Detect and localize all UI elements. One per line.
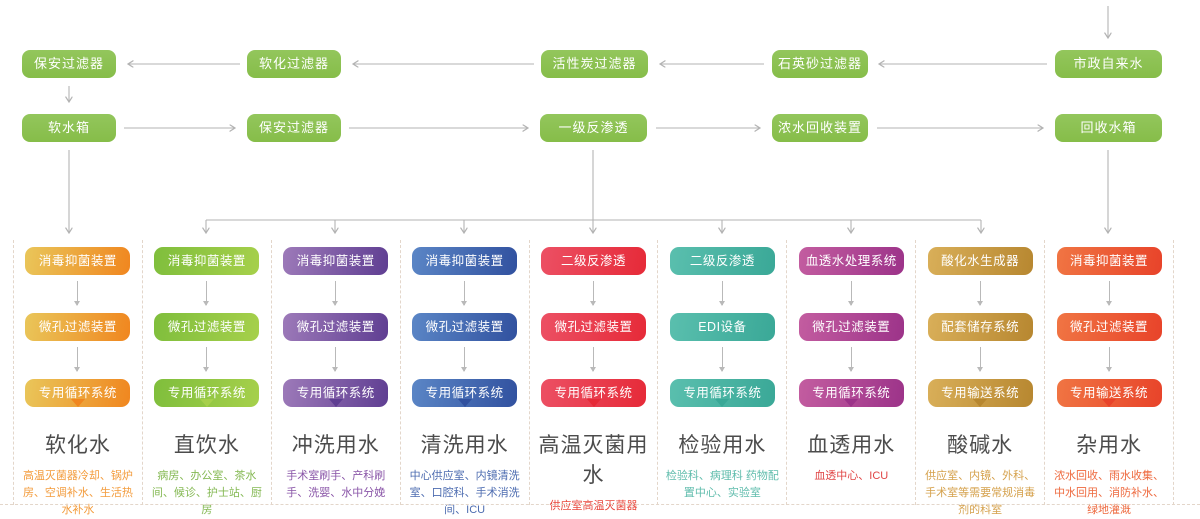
down-arrow-icon — [847, 347, 854, 372]
step-box: 微孔过滤装置 — [412, 313, 518, 341]
down-arrow-icon — [203, 281, 210, 306]
water-type-title: 清洗用水 — [420, 434, 509, 457]
usage-column-high-temp-sterilization-water: 二级反渗透 微孔过滤装置 专用循环系统 高温灭菌用水 供应室高温灭菌器 — [528, 240, 658, 512]
step-box-pointer: 专用循环系统 — [669, 379, 775, 407]
water-type-title: 高温灭菌用水 — [538, 434, 649, 487]
down-arrow-icon — [461, 347, 468, 372]
step-box-pointer: 专用循环系统 — [154, 379, 260, 407]
down-arrow-icon — [718, 347, 725, 372]
usage-description: 病房、办公室、茶水间、候诊、护士站、厨房 — [151, 470, 262, 517]
water-type-title: 酸碱水 — [947, 434, 1014, 457]
usage-description: 高温灭菌器冷却、锅炉房、空调补水、生活热水补水 — [22, 470, 133, 517]
down-arrow-icon — [332, 281, 339, 306]
step-box-pointer: 专用循环系统 — [541, 379, 646, 407]
step-box-pointer: 专用循环系统 — [25, 379, 131, 407]
usage-column-drinking-water: 消毒抑菌装置 微孔过滤装置 专用循环系统 直饮水 病房、办公室、茶水间、候诊、护… — [141, 240, 271, 516]
usage-description: 检验科、病理科 药物配置中心、实验室 — [665, 470, 779, 500]
water-type-title: 软化水 — [44, 434, 111, 457]
water-type-title: 杂用水 — [1076, 434, 1143, 457]
down-arrow-icon — [1105, 347, 1112, 372]
usage-column-acid-alkaline-water: 酸化水生成器 配套储存系统 专用输送系统 酸碱水 供应室、内镜、外科、手术室等需… — [915, 240, 1044, 516]
down-arrow-icon — [461, 281, 468, 306]
flow-node-quartz-sand-filter: 石英砂过滤器 — [772, 50, 868, 78]
step-box: 微孔过滤装置 — [798, 313, 904, 341]
down-arrow-icon — [74, 281, 81, 306]
usage-description: 手术室刷手、产科刷手、洗婴、水中分娩 — [286, 470, 386, 500]
step-box-pointer: 专用循环系统 — [412, 379, 518, 407]
usage-description: 中心供应室、内镜清洗室、口腔科、手术消洗间、ICU — [409, 470, 520, 517]
step-box: 微孔过滤装置 — [1056, 313, 1162, 341]
step-box: 消毒抑菌装置 — [1056, 247, 1162, 275]
flow-node-softening-filter: 软化过滤器 — [247, 50, 341, 78]
step-box-pointer: 专用输送系统 — [1056, 379, 1162, 407]
step-box: 消毒抑菌装置 — [283, 247, 389, 275]
flow-node-security-filter: 保安过滤器 — [22, 50, 116, 78]
down-arrow-icon — [847, 281, 854, 306]
down-arrow-icon — [976, 281, 983, 306]
usage-description: 浓水回收、雨水收集、中水回用、消防补水、绿地灌溉 — [1054, 470, 1165, 517]
water-type-title: 检验用水 — [678, 434, 767, 457]
usage-column-miscellaneous-water: 消毒抑菌装置 微孔过滤装置 专用输送系统 杂用水 浓水回收、雨水收集、中水回用、… — [1044, 240, 1173, 516]
step-box-pointer: 专用循环系统 — [283, 379, 389, 407]
down-arrow-icon — [203, 347, 210, 372]
flow-node-security-filter-2: 保安过滤器 — [247, 114, 341, 142]
usage-column-hemodialysis-water: 血透水处理系统 微孔过滤装置 专用循环系统 血透用水 血透中心、ICU — [786, 240, 915, 505]
down-arrow-icon — [590, 281, 596, 306]
usage-column-laboratory-water: 二级反渗透 EDI设备 专用循环系统 检验用水 检验科、病理科 药物配置中心、实… — [657, 240, 786, 505]
water-type-title: 血透用水 — [807, 434, 896, 457]
usage-description: 供应室高温灭菌器 — [549, 500, 638, 512]
step-box: 微孔过滤装置 — [541, 313, 646, 341]
usage-column-softened-water: 消毒抑菌装置 微孔过滤装置 专用循环系统 软化水 高温灭菌器冷却、锅炉房、空调补… — [13, 240, 142, 516]
flow-node-concentrate-recovery: 浓水回收装置 — [772, 114, 868, 142]
step-box: 血透水处理系统 — [798, 247, 904, 275]
step-box: 消毒抑菌装置 — [412, 247, 518, 275]
step-box: 二级反渗透 — [669, 247, 775, 275]
usage-columns: 消毒抑菌装置 微孔过滤装置 专用循环系统 软化水 高温灭菌器冷却、锅炉房、空调补… — [13, 240, 1174, 516]
step-box: 二级反渗透 — [541, 247, 646, 275]
down-arrow-icon — [590, 347, 596, 372]
down-arrow-icon — [332, 347, 339, 372]
flow-node-recovery-water-tank: 回收水箱 — [1055, 114, 1162, 142]
step-box-pointer: 专用输送系统 — [927, 379, 1033, 407]
flow-node-soft-water-tank: 软水箱 — [22, 114, 116, 142]
step-box: 消毒抑菌装置 — [25, 247, 131, 275]
step-box: 配套储存系统 — [927, 313, 1033, 341]
down-arrow-icon — [74, 347, 81, 372]
bottom-dashed-divider — [0, 504, 1200, 505]
down-arrow-icon — [976, 347, 983, 372]
usage-description: 供应室、内镜、外科、手术室等需要常规消毒剂的科室 — [925, 470, 1036, 517]
down-arrow-icon — [718, 281, 725, 306]
step-box: 酸化水生成器 — [927, 247, 1033, 275]
water-type-title: 冲洗用水 — [291, 434, 380, 457]
step-box: 微孔过滤装置 — [25, 313, 131, 341]
step-box: EDI设备 — [669, 313, 775, 341]
usage-column-cleaning-water: 消毒抑菌装置 微孔过滤装置 专用循环系统 清洗用水 中心供应室、内镜清洗室、口腔… — [399, 240, 529, 516]
water-type-title: 直饮水 — [173, 434, 240, 457]
flow-node-municipal-tap-water: 市政自来水 — [1055, 50, 1162, 78]
flow-node-activated-carbon-filter: 活性炭过滤器 — [541, 50, 648, 78]
flow-node-first-stage-ro: 一级反渗透 — [540, 114, 647, 142]
step-box: 微孔过滤装置 — [154, 313, 260, 341]
step-box: 消毒抑菌装置 — [154, 247, 260, 275]
step-box-pointer: 专用循环系统 — [798, 379, 904, 407]
usage-description: 血透中心、ICU — [814, 470, 889, 482]
step-box: 微孔过滤装置 — [283, 313, 389, 341]
down-arrow-icon — [1105, 281, 1112, 306]
usage-column-flushing-water: 消毒抑菌装置 微孔过滤装置 专用循环系统 冲洗用水 手术室刷手、产科刷手、洗婴、… — [270, 240, 400, 505]
